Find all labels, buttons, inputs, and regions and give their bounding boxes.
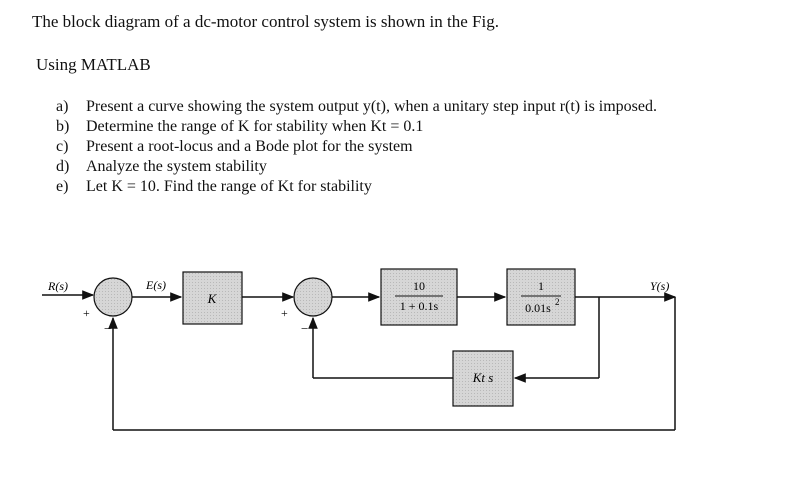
summing-junction-1 — [93, 277, 133, 317]
tachometer-label: Kt s — [472, 370, 494, 385]
task-item-a: a) Present a curve showing the system ou… — [56, 97, 696, 117]
motor-numerator: 1 — [538, 279, 544, 293]
task-label: e) — [56, 178, 69, 195]
intro-text: The block diagram of a dc-motor control … — [32, 12, 499, 31]
motor-block — [506, 268, 576, 326]
task-item-b: b) Determine the range of K for stabilit… — [56, 117, 696, 137]
block-diagram: R(s) + − E(s) K + − 10 1 + 0.1s 1 0.01s … — [42, 268, 677, 431]
sum1-plus-sign: + — [83, 306, 90, 320]
sum1-minus-sign: − — [104, 321, 111, 336]
sum2-plus-sign: + — [281, 306, 288, 320]
task-list: a) Present a curve showing the system ou… — [56, 97, 696, 197]
task-item-d: d) Analyze the system stability — [56, 157, 696, 177]
task-item-e: e) Let K = 10. Find the range of Kt for … — [56, 177, 696, 197]
task-text: Present a root-locus and a Bode plot for… — [86, 138, 413, 155]
task-item-c: c) Present a root-locus and a Bode plot … — [56, 137, 696, 157]
task-text: Analyze the system stability — [86, 158, 267, 175]
task-label: a) — [56, 98, 69, 115]
amplifier-block — [380, 268, 458, 326]
gain-label: K — [207, 291, 218, 306]
summing-junction-2 — [293, 277, 333, 317]
sum2-minus-sign: − — [301, 321, 308, 336]
amplifier-numerator: 10 — [413, 279, 425, 293]
task-label: c) — [56, 138, 69, 155]
task-label: d) — [56, 158, 70, 175]
motor-exponent: 2 — [555, 297, 560, 307]
task-text: Present a curve showing the system outpu… — [86, 98, 658, 115]
input-label: R(s) — [47, 279, 68, 293]
task-label: b) — [56, 118, 70, 135]
task-text: Determine the range of K for stability w… — [86, 118, 424, 135]
task-text: Let K = 10. Find the range of Kt for sta… — [86, 178, 372, 195]
amplifier-denominator: 1 + 0.1s — [400, 299, 439, 313]
motor-denominator: 0.01s — [525, 301, 551, 315]
error-label: E(s) — [145, 278, 166, 292]
output-label: Y(s) — [650, 279, 669, 293]
using-matlab-text: Using MATLAB — [36, 55, 151, 74]
gain-block — [182, 271, 243, 325]
